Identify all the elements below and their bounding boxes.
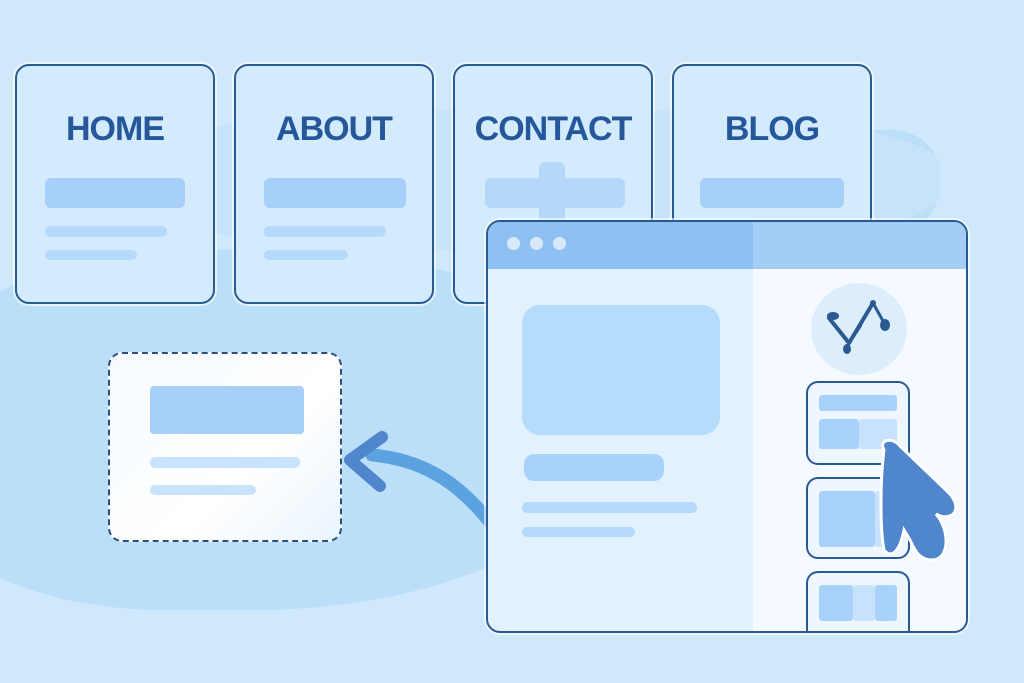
- nav-card-title: BLOG: [724, 110, 820, 148]
- nav-card-title: HOME: [66, 110, 165, 148]
- window-control-dot[interactable]: [530, 237, 543, 250]
- layout-thumbnail[interactable]: [806, 381, 910, 465]
- window-control-dot[interactable]: [507, 237, 520, 250]
- layout-thumbnail[interactable]: [806, 571, 910, 631]
- placeholder-bar: [700, 178, 844, 208]
- placeholder-line: [264, 226, 386, 237]
- placeholder-line: [150, 457, 300, 468]
- nav-card-title: ABOUT: [276, 110, 393, 148]
- browser-titlebar: [488, 222, 966, 269]
- placeholder-line: [522, 527, 635, 537]
- tools-icon-circle[interactable]: [811, 283, 907, 375]
- nav-card-home[interactable]: HOME: [15, 64, 215, 304]
- heading-placeholder: [524, 454, 664, 481]
- placeholder-bar: [264, 178, 406, 208]
- drop-target-card[interactable]: [108, 352, 342, 542]
- nav-card-title: CONTACT: [474, 110, 633, 148]
- placeholder-bar: [45, 178, 185, 208]
- placeholder-bar: [150, 386, 304, 434]
- window-control-dot[interactable]: [553, 237, 566, 250]
- nav-card-about[interactable]: ABOUT: [234, 64, 434, 304]
- placeholder-line: [45, 226, 167, 237]
- placeholder-bar: [539, 162, 565, 222]
- tools-icon: [827, 300, 890, 354]
- placeholder-line: [522, 502, 697, 513]
- hero-image-placeholder: [522, 305, 720, 435]
- placeholder-line: [150, 485, 256, 495]
- placeholder-line: [264, 250, 348, 260]
- placeholder-line: [45, 250, 137, 260]
